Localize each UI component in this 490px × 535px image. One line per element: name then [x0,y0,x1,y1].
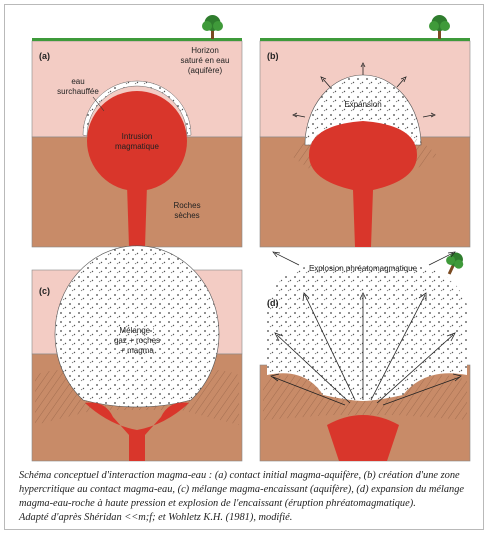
panel-label: (c) [39,286,50,296]
aquifer-label-line-1: Horizon [191,46,219,55]
rock-magma-mix [54,245,220,408]
water-label-line-1: eau [71,77,84,86]
intrusion-label-line-2: magmatique [115,142,160,151]
panel-label: (a) [39,51,50,61]
magma-intrusion [309,121,417,247]
magma-intrusion [87,91,187,247]
ejecta-arrows [270,292,462,406]
magma-intrusion [85,402,189,461]
caption-line-3: magma-eau-roche à haute pression et expl… [19,498,416,509]
explosion-label-arrows [272,251,456,266]
figure-caption: Schéma conceptuel d'interaction magma-ea… [19,469,481,525]
panel-b: (b) Expansion [259,15,471,248]
caption-line-1: Schéma conceptuel d'interaction magma-ea… [19,470,460,481]
aquifer-label-line-3: (aquifère) [188,66,223,75]
panel-label: (b) [267,51,279,61]
panel-c: (c) Mélange : gaz + roches + magma [31,245,243,462]
tree-icon [429,15,450,39]
aquifer-label-line-2: saturé en eau [181,56,230,65]
expansion-label: Expansion [344,100,381,109]
water-pointer [92,96,105,112]
expansion-arrows [292,62,436,118]
magma-intrusion [327,415,399,461]
mix-label-line-1: Mélange : [119,326,154,335]
figure-frame: (a) Horizon saturé en eau (aquifère) eau… [4,4,484,530]
water-label-line-2: surchauffée [57,87,99,96]
rock-label-line-1: Roches [173,201,200,210]
explosion-label: Explosion phréatomagmatique [309,264,418,273]
grass-strip [32,38,242,41]
caption-line-2: hypercritique au contact magma-eau, (c) … [19,484,465,495]
panel-a: (a) Horizon saturé en eau (aquifère) eau… [31,15,243,248]
intrusion-label-line-1: Intrusion [122,132,153,141]
panel-label: (d) [267,298,279,308]
magma-water-diagram: (a) Horizon saturé en eau (aquifère) eau… [31,15,471,462]
rock-label-line-2: sèches [174,211,199,220]
grass-strip [260,38,470,41]
panel-d: (d) Explosion phréatomagmatique [259,251,471,462]
tree-icon [446,252,464,275]
mix-label-line-3: + magma [120,346,154,355]
mix-label-line-2: gaz + roches [114,336,160,345]
tree-icon [202,15,223,39]
superheated-water-rim [82,80,192,137]
caption-line-4: Adapté d'après Shéridan <<m;f; et Wohlet… [19,512,293,523]
